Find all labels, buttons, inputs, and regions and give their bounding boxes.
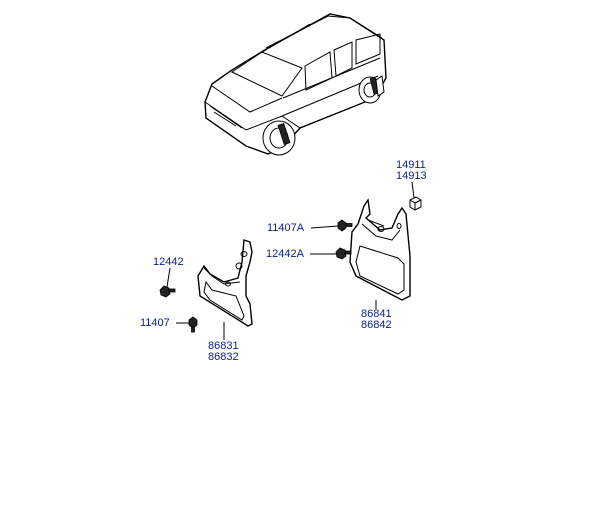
part-label-86831[interactable]: 86831	[208, 340, 239, 352]
part-label-12442[interactable]: 12442	[153, 256, 184, 268]
vehicle-illustration	[204, 13, 387, 156]
screw-11407A[interactable]	[337, 219, 353, 232]
part-label-12442A[interactable]: 12442A	[266, 248, 304, 260]
part-label-14911[interactable]: 14911	[396, 159, 426, 171]
part-label-86832[interactable]: 86832	[208, 351, 239, 363]
leader-lines	[166, 181, 415, 340]
part-label-11407[interactable]: 11407	[140, 317, 170, 329]
part-label-14913[interactable]: 14913	[396, 170, 427, 182]
part-label-86842[interactable]: 86842	[361, 319, 392, 331]
bolt-12442[interactable]	[159, 285, 176, 298]
bolt-12442A[interactable]	[335, 247, 352, 260]
rear-mud-guard[interactable]	[349, 198, 411, 301]
front-mud-guard[interactable]	[197, 239, 253, 327]
screw-11407[interactable]	[188, 316, 198, 333]
part-label-86841[interactable]: 86841	[361, 308, 392, 320]
clip-14911[interactable]	[409, 196, 422, 211]
part-label-11407A[interactable]: 11407A	[267, 222, 305, 234]
